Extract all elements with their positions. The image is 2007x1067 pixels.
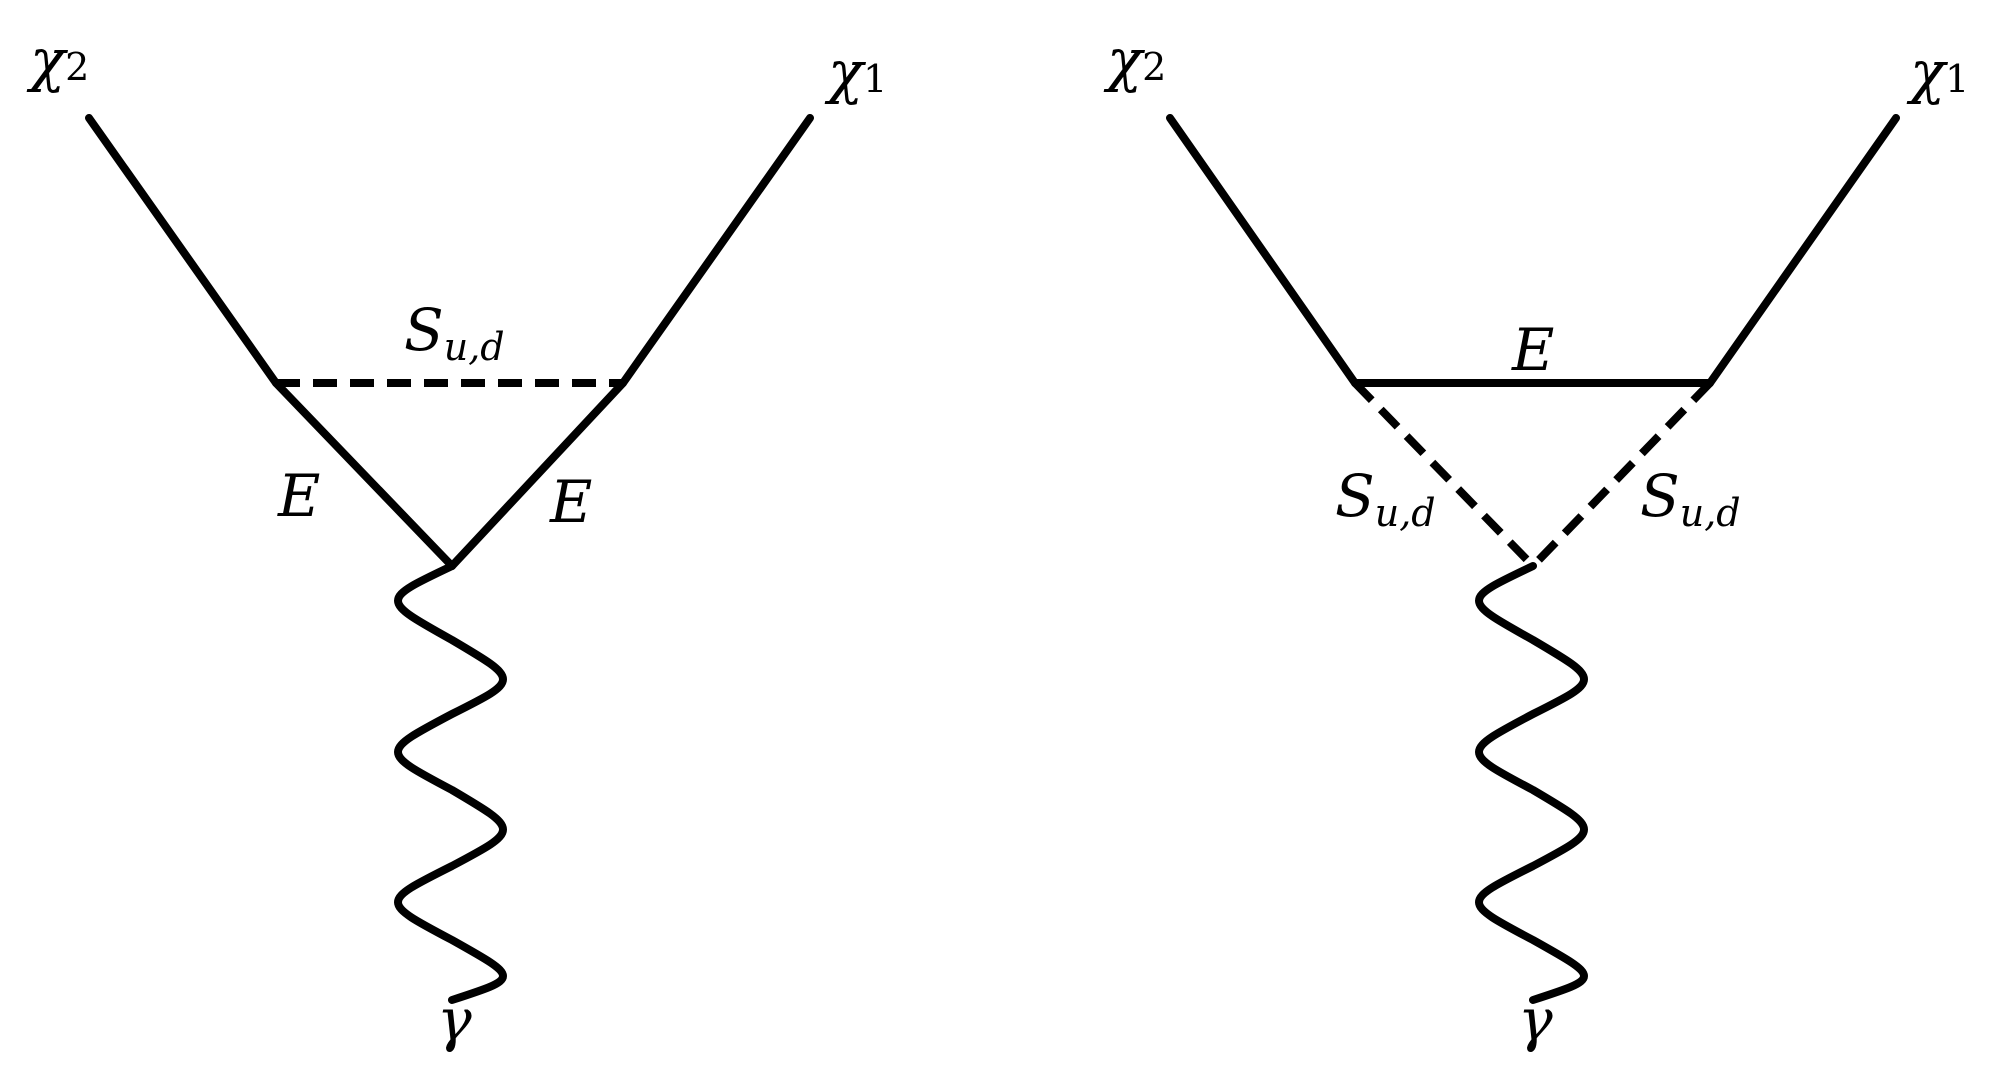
label-fermion-left-left: E — [277, 462, 320, 530]
label-chi2-right: χ2 — [1103, 26, 1166, 94]
scalar-propagator-left-right — [1352, 380, 1536, 569]
chi2-external-line-left — [85, 114, 280, 387]
label-chi1-left: χ1 — [824, 38, 887, 106]
scalar-propagator-right-right — [1530, 380, 1713, 569]
label-fermion-right-left: E — [549, 468, 592, 536]
diagram-left: χ2 χ1 Su,d E E γ — [26, 26, 887, 1054]
label-chi1-right: χ1 — [1906, 38, 1969, 106]
label-fermion-top-right: E — [1511, 316, 1554, 384]
photon-wavy-line-left — [394, 562, 507, 1004]
label-photon-left: γ — [437, 986, 472, 1054]
label-scalar-right-right: Su,d — [1640, 462, 1741, 535]
label-photon-right: γ — [1518, 986, 1553, 1054]
fermion-propagator-right-left — [448, 379, 627, 570]
chi1-external-line-right — [1706, 114, 1900, 387]
chi2-external-line-right — [1166, 114, 1359, 387]
label-chi2-left: χ2 — [26, 26, 89, 94]
diagram-right: χ2 χ1 E Su,d Su,d γ — [1103, 26, 1969, 1054]
photon-wavy-line-right — [1475, 562, 1588, 1004]
label-scalar-left-right: Su,d — [1335, 462, 1436, 535]
fermion-propagator-left-left — [272, 379, 456, 570]
chi1-external-line-left — [619, 114, 814, 387]
label-scalar-top-left: Su,d — [404, 296, 505, 369]
